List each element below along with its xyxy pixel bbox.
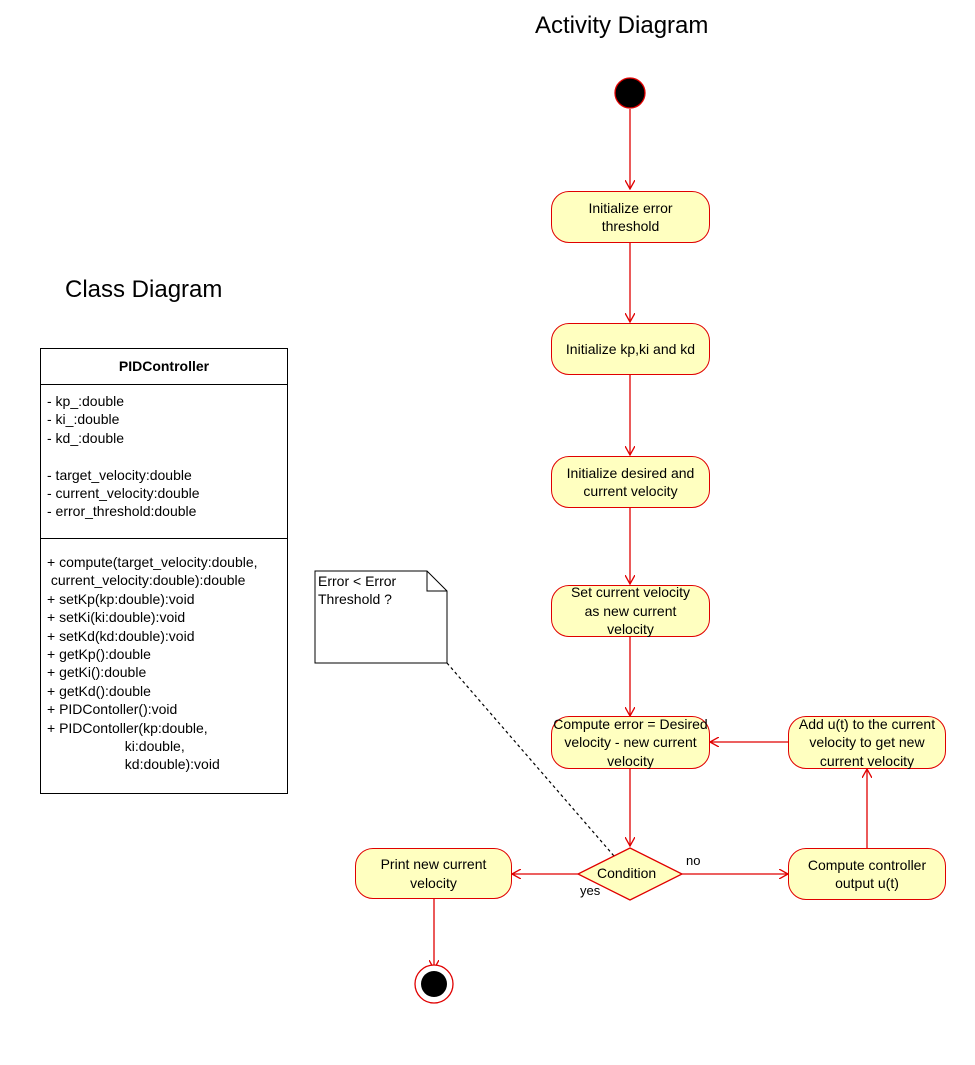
branch-label-no: no (686, 853, 701, 868)
operation-line: + PIDContoller():void (47, 701, 178, 718)
activity-set-velocity[interactable]: Set current velocity as new current velo… (551, 584, 710, 637)
note-text: Error < Error Threshold ? (318, 573, 397, 608)
operation-line: + setKi(ki:double):void (47, 609, 186, 626)
decision-diamond[interactable] (576, 847, 684, 901)
class-diagram-title: Class Diagram (65, 276, 223, 303)
operation-line: + setKd(kd:double):void (47, 627, 195, 644)
activity-diagram-title: Activity Diagram (535, 12, 709, 39)
attribute-line: - target_velocity:double (47, 466, 192, 483)
operation-line: + getKd():double (47, 682, 151, 699)
activity-init-gains[interactable]: Initialize kp,ki and kd (551, 323, 710, 375)
attribute-line: - kp_:double (47, 393, 125, 409)
operation-line: kd:double):void (47, 756, 220, 773)
activity-print-velocity[interactable]: Print new current velocity (355, 848, 512, 899)
operation-line: + compute(target_velocity:double, (47, 554, 258, 570)
activity-compute-error[interactable]: Compute error = Desired velocity - new c… (551, 716, 710, 769)
note-shape (314, 570, 448, 664)
attribute-line: - ki_:double (47, 411, 120, 428)
activity-add-ut[interactable]: Add u(t) to the current velocity to get … (788, 716, 946, 769)
attribute-line: - current_velocity:double (47, 484, 200, 501)
branch-label-yes: yes (580, 883, 601, 898)
activity-init-threshold[interactable]: Initialize error threshold (551, 191, 710, 243)
operation-line: + setKp(kp:double):void (47, 590, 195, 607)
activity-init-velocity[interactable]: Initialize desired and current velocity (551, 456, 710, 508)
class-name: PIDController (41, 349, 287, 385)
activity-compute-output[interactable]: Compute controller output u(t) (788, 848, 946, 900)
class-operations: + compute(target_velocity:double, curren… (41, 539, 287, 774)
initial-node (614, 77, 646, 109)
note-anchor-line (446, 662, 615, 857)
operation-line: + getKi():double (47, 664, 147, 681)
operation-line: + PIDContoller(kp:double, (47, 719, 208, 736)
class-box-pidcontroller[interactable]: PIDController - kp_:double - ki_:double … (40, 348, 288, 794)
final-node (414, 964, 454, 1004)
operation-line: ki:double, (47, 737, 185, 754)
attribute-line: - error_threshold:double (47, 503, 197, 520)
class-attributes: - kp_:double - ki_:double - kd_:double -… (41, 385, 287, 539)
operation-line: current_velocity:double):double (47, 572, 246, 589)
decision-label: Condition (597, 865, 657, 881)
attribute-line: - kd_:double (47, 429, 125, 446)
operation-line: + getKp():double (47, 645, 151, 662)
